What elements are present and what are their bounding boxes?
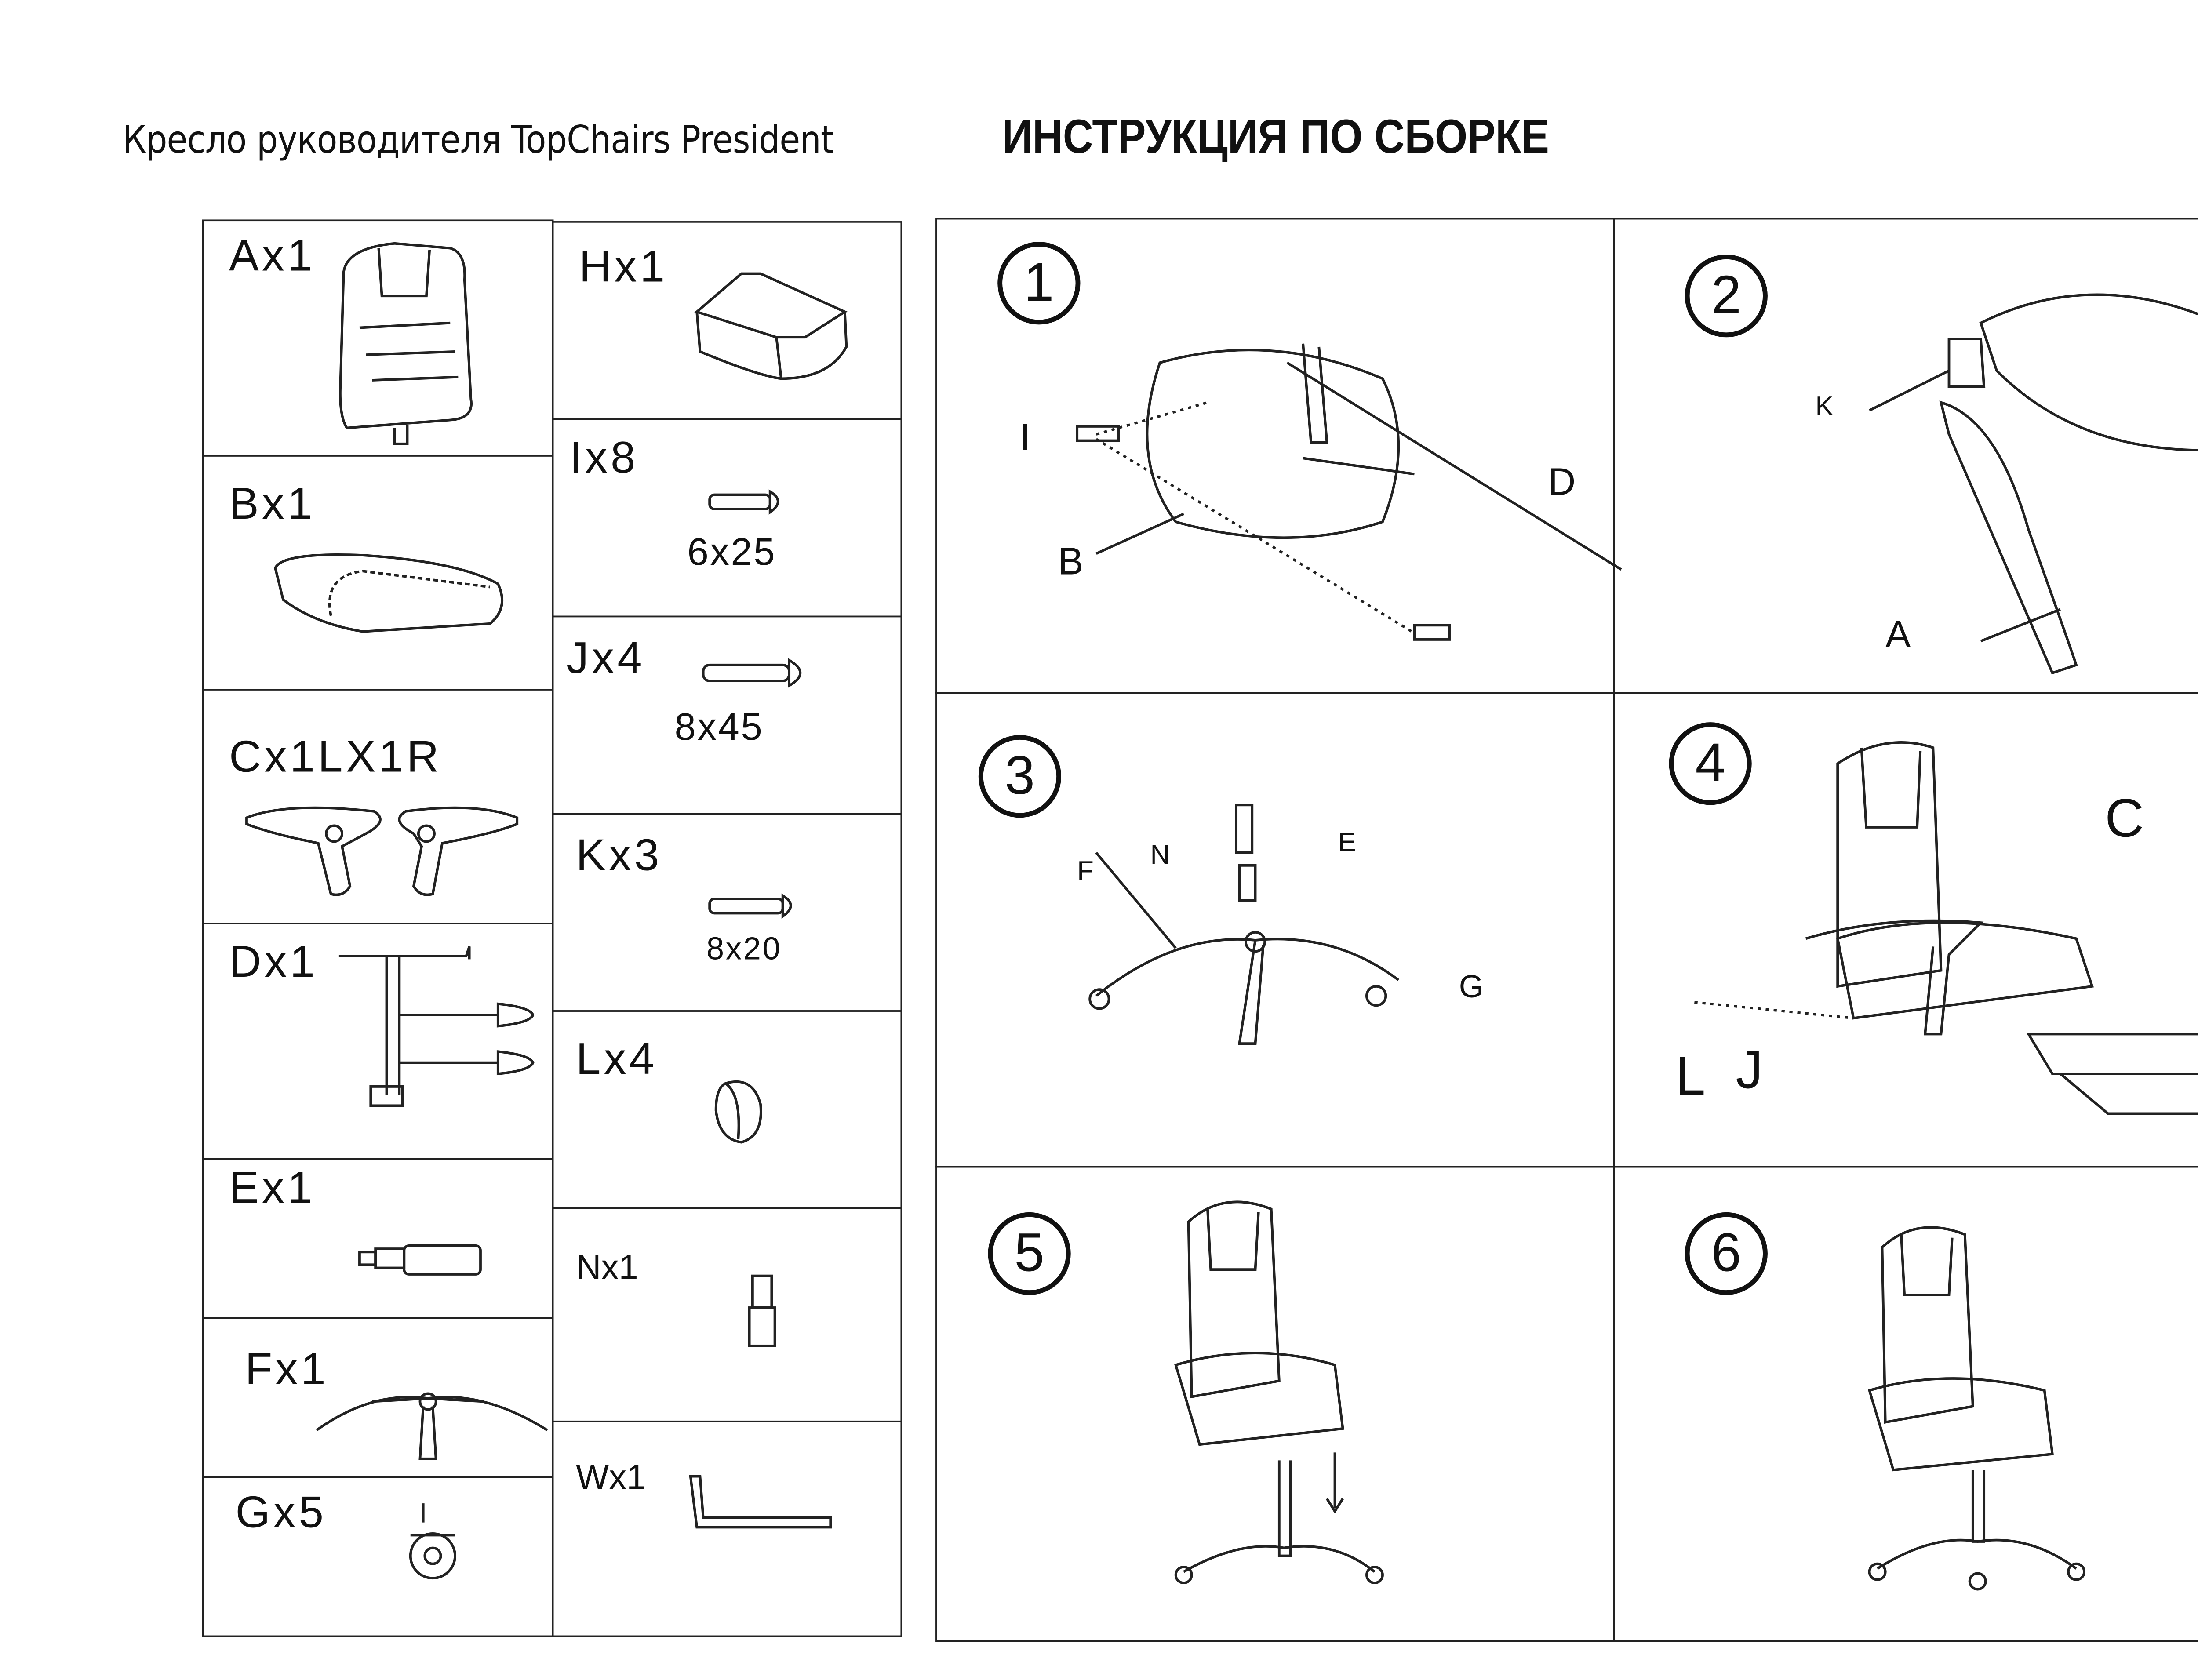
part-label: Bx1 <box>229 479 316 528</box>
armrests-drawing <box>245 806 519 896</box>
part-size: 6x25 <box>687 531 777 575</box>
callout-label: G <box>1459 970 1484 1006</box>
step-3: 3 N E F G <box>935 692 1615 1168</box>
part-w: Wx1 <box>552 1420 902 1637</box>
seat-drawing <box>274 553 504 633</box>
callout-label: D <box>1548 461 1576 505</box>
callout-label: N <box>1150 840 1170 870</box>
part-i: Ix8 6x25 <box>552 418 902 618</box>
part-a: Ax1 <box>202 219 554 457</box>
part-n: Nx1 <box>552 1207 902 1422</box>
step-1: 1 I D B <box>935 218 1622 694</box>
part-c: Cx1LX1R <box>202 689 554 924</box>
part-d: Dx1 <box>202 923 554 1160</box>
step-4-drawing <box>1694 741 2198 1115</box>
part-h: Hx1 <box>552 221 902 420</box>
callout-label: C <box>2105 789 2144 850</box>
part-label: Fx1 <box>245 1344 329 1394</box>
part-label: Ex1 <box>229 1163 316 1212</box>
part-label: Kx3 <box>576 830 662 880</box>
part-label: Hx1 <box>579 242 668 291</box>
step-1-drawing <box>1076 343 1622 641</box>
step-2: 2 K A <box>1613 218 2198 694</box>
part-label: Lx4 <box>576 1034 658 1084</box>
part-label: Ix8 <box>569 433 639 482</box>
step-6: 6 <box>1613 1166 2198 1642</box>
callout-label: E <box>1338 827 1356 858</box>
part-f: Fx1 <box>202 1317 554 1478</box>
callout-label: B <box>1058 541 1084 584</box>
step-number: 6 <box>1685 1212 1768 1295</box>
part-size: 8x45 <box>674 706 764 749</box>
product-name: Кресло руководителя TopChairs President <box>122 117 834 163</box>
step-6-drawing <box>1867 1226 2086 1591</box>
step-5-drawing <box>1174 1200 1384 1584</box>
caster-drawing <box>409 1503 456 1580</box>
mechanism-drawing <box>338 946 535 1107</box>
part-l: Lx4 <box>552 1010 902 1209</box>
part-e: Ex1 <box>202 1158 554 1319</box>
bolt-8x45-drawing <box>702 658 802 688</box>
step-number: 3 <box>978 735 1062 818</box>
part-g: Gx5 <box>202 1476 554 1637</box>
callout-label: L <box>1675 1047 1706 1107</box>
part-label: Jx4 <box>566 633 645 683</box>
gas-lift-drawing <box>358 1244 482 1276</box>
step-number: 1 <box>997 242 1081 325</box>
base-drawing <box>316 1392 548 1460</box>
hex-key-drawing <box>689 1475 832 1529</box>
step-2-drawing <box>1869 293 2198 675</box>
step-number: 2 <box>1685 255 1768 338</box>
step-3-drawing <box>1088 804 1400 1045</box>
bolt-6x25-drawing <box>708 489 779 515</box>
step-4: 4 C I L J H <box>1613 692 2198 1168</box>
callout-label: K <box>1815 391 1834 422</box>
part-size: 8x20 <box>706 932 782 967</box>
callout-label: F <box>1077 856 1094 886</box>
step-number: 4 <box>1669 722 1752 805</box>
part-b: Bx1 <box>202 455 554 691</box>
callout-label: A <box>1885 614 1911 657</box>
part-k: Kx3 8x20 <box>552 813 902 1012</box>
footrest-drawing <box>694 272 848 380</box>
part-label: Dx1 <box>229 937 318 986</box>
part-j: Jx4 8x45 <box>552 615 902 815</box>
sleeve-drawing <box>748 1274 776 1347</box>
part-label: Wx1 <box>576 1457 646 1497</box>
cap-drawing <box>714 1080 762 1144</box>
callout-label: J <box>1736 1040 1763 1101</box>
part-label: Nx1 <box>576 1247 638 1287</box>
page-title: ИНСТРУКЦИЯ ПО СБОРКЕ <box>1002 111 1549 164</box>
bolt-8x20-drawing <box>708 893 792 919</box>
step-number: 5 <box>988 1212 1071 1295</box>
part-label: Cx1LX1R <box>229 731 442 782</box>
step-5: 5 <box>935 1166 1615 1642</box>
callout-label: I <box>1019 417 1031 460</box>
part-label: Gx5 <box>235 1487 327 1537</box>
part-label: Ax1 <box>229 230 316 280</box>
backrest-drawing <box>339 242 473 445</box>
